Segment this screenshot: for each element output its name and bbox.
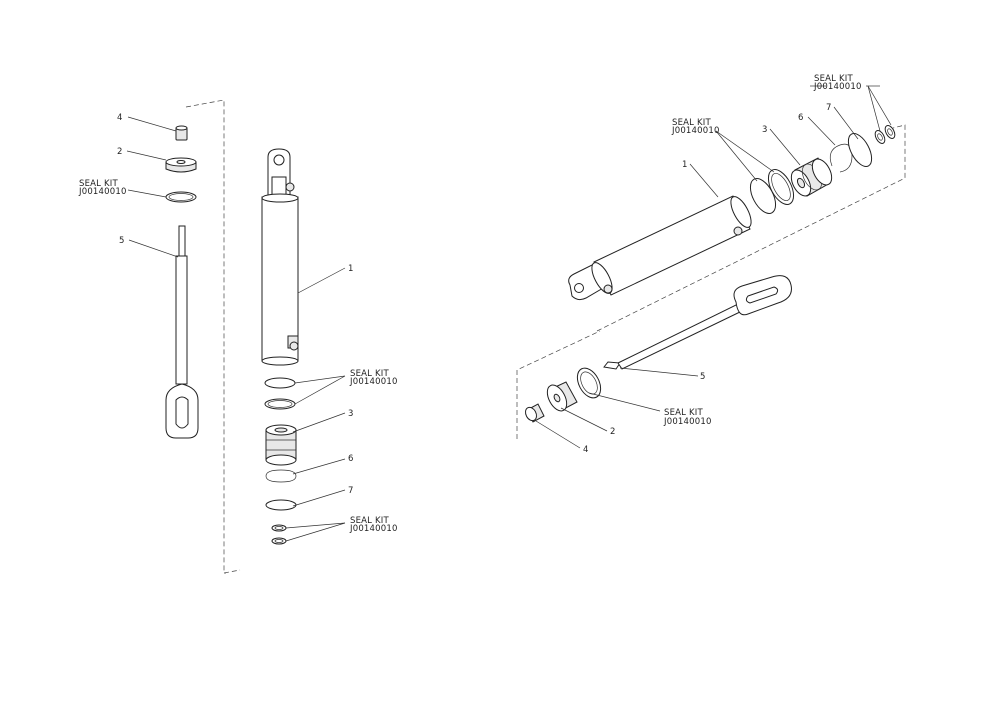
seal-kit-number-right-bottom: J00140010	[663, 417, 712, 427]
seal-kit-label-left-mid: SEAL KIT	[350, 369, 389, 379]
part-4-nut	[175, 125, 188, 141]
part-1-cylinder-iso	[568, 195, 752, 301]
seal-rings-right-small	[874, 125, 896, 144]
callout-3-left: 3	[348, 409, 354, 419]
callout-7-left: 7	[348, 486, 354, 496]
right-leader-lines	[535, 85, 892, 449]
seal-kit-label-left-top: SEAL KIT	[79, 179, 118, 189]
seal-kit-number-right-top: J00140010	[813, 82, 862, 92]
callout-4-right: 4	[583, 445, 589, 455]
seal-kit-number-left-top: J00140010	[78, 187, 127, 197]
callout-2-right: 2	[610, 427, 616, 437]
right-assembly-dashline-bottom	[516, 330, 601, 439]
part-3-piston	[265, 424, 297, 466]
part-2-gland	[165, 157, 197, 173]
left-assembly-dashline	[185, 99, 226, 574]
left-view: 4 2 SEAL KIT J00140010 5 1 SEAL KIT J001…	[78, 99, 398, 574]
seal-kit-number-left-bottom: J00140010	[349, 524, 398, 534]
part-7-ring	[265, 499, 297, 511]
part-7-ring-iso	[847, 133, 873, 167]
seal-rings-left-middle	[264, 377, 296, 410]
callout-4-left: 4	[117, 113, 123, 123]
seal-ring-right-bottom	[576, 367, 602, 399]
callout-7-right: 7	[826, 103, 832, 113]
right-view: SEAL KIT J00140010 7 6 3 SEAL KIT J00140…	[516, 74, 906, 455]
callout-6-right: 6	[798, 113, 804, 123]
part-4-nut-iso	[524, 403, 545, 423]
left-leader-lines	[126, 116, 346, 542]
part-6-ring-iso	[829, 143, 853, 173]
part-3-piston-iso	[790, 157, 833, 197]
part-1-cylinder	[261, 148, 299, 366]
seal-rings-right-top	[749, 169, 795, 214]
seal-rings-left-bottom	[271, 524, 287, 545]
seal-kit-label-right-bottom: SEAL KIT	[664, 408, 703, 418]
seal-kit-label-left-bottom: SEAL KIT	[350, 516, 389, 526]
callout-3-right: 3	[762, 125, 768, 135]
callout-5-right: 5	[700, 372, 706, 382]
callout-6-left: 6	[348, 454, 354, 464]
callout-2-left: 2	[117, 147, 123, 157]
part-5-rod-iso	[603, 275, 792, 370]
part-2-gland-iso	[546, 381, 578, 412]
seal-kit-number-left-mid: J00140010	[349, 377, 398, 387]
seal-ring-left-top	[165, 191, 197, 203]
callout-1-left: 1	[348, 264, 354, 274]
callout-5-left: 5	[119, 236, 125, 246]
left-assembly-dashline-end	[223, 569, 241, 574]
callout-1-right: 1	[682, 160, 688, 170]
seal-kit-label-right-top: SEAL KIT	[814, 74, 853, 84]
right-assembly-dashline-top	[596, 124, 906, 332]
seal-kit-number-right-mid: J00140010	[671, 126, 720, 136]
part-6-ring	[265, 469, 297, 483]
part-5-rod	[165, 225, 199, 439]
seal-kit-label-right-mid: SEAL KIT	[672, 118, 711, 128]
